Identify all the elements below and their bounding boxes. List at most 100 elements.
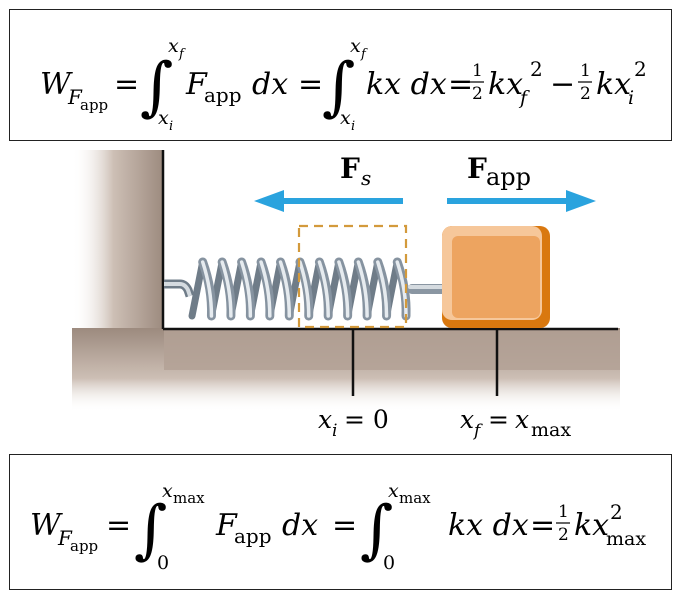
xf-label-equals: =: [488, 405, 509, 434]
spring-coil-front: [217, 257, 236, 321]
spring-coil-front: [276, 257, 294, 321]
work-symbol-b: W: [30, 508, 63, 543]
floor: [72, 328, 620, 412]
spring-coil-back: [383, 258, 401, 320]
spring-coil-front: [295, 257, 314, 321]
integral-sign-b2: ∫: [360, 493, 393, 567]
integral-b1-upper: x: [162, 480, 173, 502]
kx-2: kx: [596, 67, 631, 102]
integral-sign-1: ∫: [140, 50, 173, 124]
integral-b2-upper-sub: max: [399, 489, 431, 507]
block: [442, 226, 550, 328]
equals-b3: =: [530, 508, 555, 543]
spring-force-label-sub: s: [361, 166, 371, 190]
bottom-equation-svg: W F app = ∫ x max 0 F app dx = ∫ x max 0…: [30, 480, 646, 574]
spring: [164, 257, 446, 321]
equals-b2: =: [332, 508, 357, 543]
spring-coil-highlight: [376, 260, 389, 318]
force-F-sub-app: app: [204, 83, 242, 107]
spring-coil-back: [324, 258, 343, 320]
xmax-label: x: [515, 405, 529, 434]
integral-1-upper: x: [168, 35, 179, 57]
equals-2: =: [298, 67, 323, 102]
kx-2-sub-i: i: [628, 87, 634, 109]
work-sub-app-b: app: [70, 537, 98, 555]
half-b-num: 1: [558, 502, 569, 522]
work-sub-app: app: [80, 96, 108, 114]
spring-coil-front: [314, 257, 333, 321]
spring-coil-highlight: [200, 260, 214, 318]
kx-2-square: 2: [634, 57, 647, 81]
spring-coil-back: [266, 258, 285, 320]
kx-b: kx: [574, 508, 609, 543]
applied-force-label-F: F: [467, 152, 487, 185]
equals-3: =: [448, 67, 473, 102]
integral-sign-2: ∫: [322, 50, 355, 124]
spring-coil-back: [246, 258, 265, 320]
spring-coil-highlight: [337, 260, 350, 318]
half-b-den: 2: [558, 525, 569, 545]
integral-b2-lower: 0: [383, 552, 395, 574]
top-equation-svg: W F app = ∫ x f x i F app dx = ∫ x f x i…: [40, 35, 647, 134]
spring-coil-highlight: [298, 260, 311, 318]
spring-coil-front: [256, 257, 275, 321]
force-F-b-sub: app: [234, 524, 272, 548]
integral-2-lower-sub: i: [351, 119, 355, 134]
dx-1: dx: [252, 67, 288, 102]
xf-label: x: [460, 405, 474, 434]
applied-force-label-sub: app: [486, 163, 531, 191]
applied-force-arrow: [447, 190, 596, 212]
force-F-b: F: [215, 508, 238, 543]
spring-coil-front: [237, 257, 255, 321]
kx-1-sub-f: f: [518, 87, 530, 109]
spring-coil-front: [334, 257, 353, 321]
spring-coil-highlight: [278, 260, 292, 318]
work-symbol: W: [40, 67, 73, 102]
spring-coil-back: [207, 258, 226, 320]
work-sub-F: F: [67, 85, 83, 109]
spring-force-arrow: [254, 190, 403, 212]
half-2-num: 1: [580, 61, 591, 81]
dx-b1: dx: [282, 508, 318, 543]
kx-dx-b: kx dx: [448, 508, 529, 543]
force-F: F: [185, 67, 208, 102]
spring-coil-front: [373, 257, 392, 321]
xi-label-sub: i: [332, 421, 337, 441]
integral-2-upper-sub: f: [360, 47, 368, 62]
half-1-num: 1: [472, 61, 483, 81]
minus-sign: −: [550, 67, 575, 102]
kx-1-square: 2: [530, 57, 543, 81]
kx-b-square: 2: [610, 500, 623, 524]
work-sub-F-b: F: [57, 526, 73, 550]
kx-1: kx: [488, 67, 523, 102]
spring-coil-back: [285, 258, 304, 320]
wall: [72, 150, 164, 330]
equilibrium-dashed-box: [297, 224, 408, 329]
spring-coil-back: [305, 258, 323, 320]
integral-2-upper: x: [350, 35, 361, 57]
spring-coil-back: [344, 258, 362, 320]
xmax-label-sub: max: [531, 419, 571, 441]
spring-coil-highlight: [317, 260, 330, 318]
integral-1-upper-sub: f: [178, 47, 186, 62]
integral-2-lower: x: [340, 107, 351, 129]
xi-label: x: [318, 405, 332, 434]
spring-coil-front: [198, 257, 217, 321]
work-integral-top-equation: W F app = ∫ x f x i F app dx = ∫ x f x i…: [9, 9, 672, 141]
spring-force-label-F: F: [340, 152, 360, 185]
spring-coil-back: [227, 258, 246, 320]
xf-label-sub: f: [472, 421, 483, 441]
integral-1-lower: x: [158, 107, 169, 129]
spring-coil-back: [188, 258, 207, 320]
work-integral-bottom-equation: W F app = ∫ x max 0 F app dx = ∫ x max 0…: [9, 454, 672, 590]
integral-b2-upper: x: [388, 480, 399, 502]
kx-b-sub-max: max: [606, 528, 646, 550]
integral-sign-b1: ∫: [134, 493, 167, 567]
spring-coil-highlight: [220, 260, 233, 318]
spring-coil-back: [363, 258, 382, 320]
spring-coil-front: [392, 257, 411, 321]
spring-coil-highlight: [395, 260, 408, 318]
integral-1-lower-sub: i: [169, 119, 173, 134]
half-2-den: 2: [580, 84, 591, 104]
spring-rod: [408, 284, 446, 294]
